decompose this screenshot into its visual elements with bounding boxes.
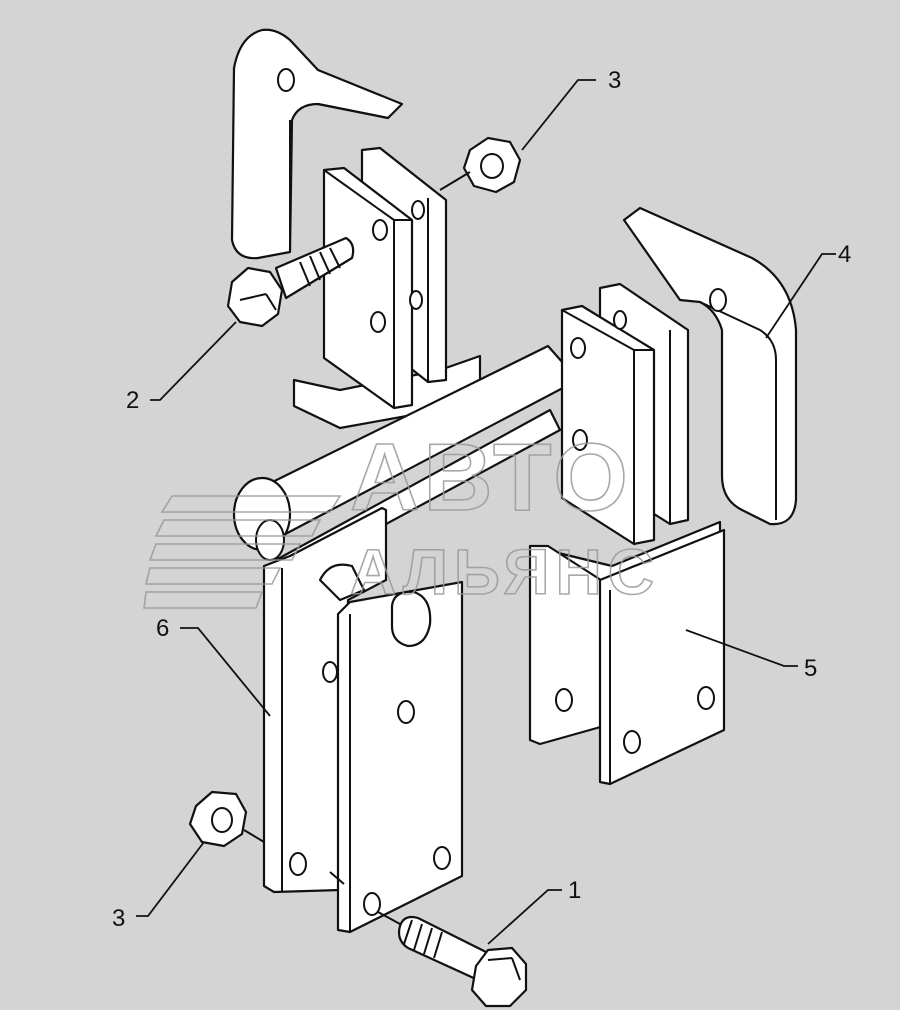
callout-2: 2: [126, 387, 139, 414]
lower-left-plates: [262, 506, 464, 934]
lower-bolt: [329, 871, 528, 1008]
leader-4: [765, 253, 836, 339]
callout-3-upper: 3: [608, 67, 621, 94]
watermark-logo-icon: [143, 495, 342, 609]
upper-left-bracket: [292, 146, 482, 430]
callout-4: 4: [838, 241, 851, 268]
leader-6: [180, 627, 271, 717]
leader-2: [150, 321, 237, 401]
leader-3-lower: [136, 841, 205, 917]
callout-3-lower: 3: [112, 905, 125, 932]
lower-nut: [188, 790, 265, 848]
upper-nut: [439, 136, 522, 194]
leader-lines: [136, 79, 836, 945]
right-hook-plate: [622, 206, 798, 526]
lower-right-plates: [528, 528, 726, 786]
right-upper-bracket: [544, 282, 722, 592]
leader-3-upper: [521, 79, 596, 151]
watermark: АВТО АЛЬЯНС: [143, 423, 660, 609]
hook-hole: [277, 68, 295, 92]
watermark-line2: АЛЬЯНС: [350, 536, 660, 608]
leader-1: [487, 889, 562, 945]
upper-bolt: [226, 236, 355, 328]
leader-5: [685, 629, 798, 667]
watermark-line1: АВТО: [350, 424, 632, 531]
callout-6: 6: [156, 615, 169, 642]
callout-1: 1: [568, 877, 581, 904]
callout-5: 5: [804, 655, 817, 682]
upper-hook-plate: [230, 28, 404, 260]
